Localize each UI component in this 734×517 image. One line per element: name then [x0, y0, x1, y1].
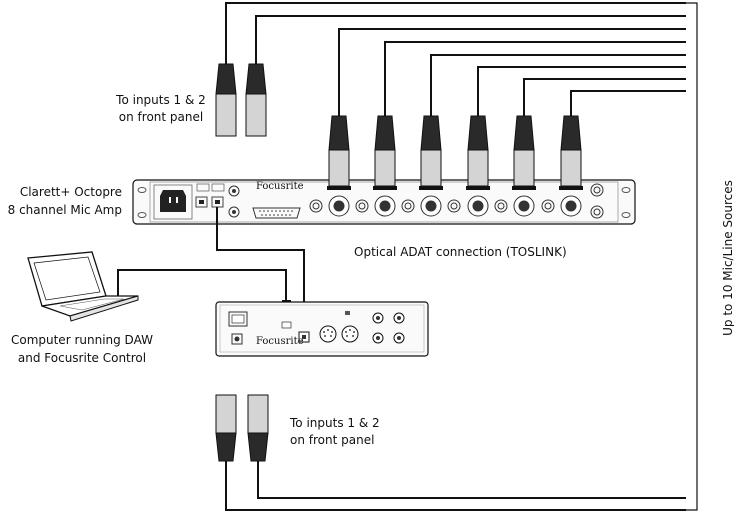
xlr-plug-rear-8 [559, 115, 583, 190]
inputs-top-line-2: on front panel [119, 110, 203, 124]
usb-cable [117, 269, 287, 300]
cable-front-input-2 [255, 15, 686, 66]
inputs-bottom-line-1: To inputs 1 & 2 [289, 416, 380, 430]
cable-rear-input-8 [570, 90, 686, 119]
xlr-plug-rear-7 [512, 115, 536, 190]
cable-rear-input-3 [338, 28, 686, 119]
xlr-plug-bottom-1 [215, 394, 237, 462]
interface-unit: Focusrite [215, 301, 429, 357]
sources-label: Up to 10 Mic/Line Sources [721, 180, 734, 336]
xlr-plug-bottom-2 [247, 394, 269, 462]
cable-front-input-1 [225, 2, 686, 66]
xlr-plug-top-2 [245, 63, 267, 137]
sources-bracket [686, 2, 698, 511]
laptop-icon [27, 251, 139, 322]
cable-bottom-input-1 [225, 458, 686, 511]
interface-brand: Focusrite [256, 336, 304, 347]
cable-bottom-input-2 [257, 458, 686, 499]
optical-adat-cable [216, 207, 305, 331]
source-cables [225, 2, 686, 511]
xlr-plugs-top [215, 63, 267, 137]
computer-label-line-1: Computer running DAW [11, 333, 153, 347]
xlr-plugs-rear [327, 115, 583, 190]
xlr-plugs-bottom [215, 394, 269, 462]
xlr-plug-rear-3 [327, 115, 351, 190]
inputs-bottom-line-2: on front panel [290, 433, 374, 447]
device-name-line-1: Clarett+ Octopre [20, 185, 122, 199]
computer-label-line-2: and Focusrite Control [18, 351, 146, 365]
cable-rear-input-4 [384, 41, 686, 119]
cable-rear-input-6 [477, 66, 686, 119]
cable-rear-input-7 [523, 78, 686, 119]
xlr-plug-rear-5 [419, 115, 443, 190]
xlr-plug-rear-6 [466, 115, 490, 190]
xlr-plug-rear-4 [373, 115, 397, 190]
inputs-top-line-1: To inputs 1 & 2 [115, 93, 206, 107]
device-name-line-2: 8 channel Mic Amp [8, 203, 122, 217]
xlr-plug-top-1 [215, 63, 237, 137]
octopre-brand: Focusrite [256, 181, 304, 192]
cable-rear-input-5 [430, 54, 686, 119]
optical-label: Optical ADAT connection (TOSLINK) [354, 245, 567, 259]
